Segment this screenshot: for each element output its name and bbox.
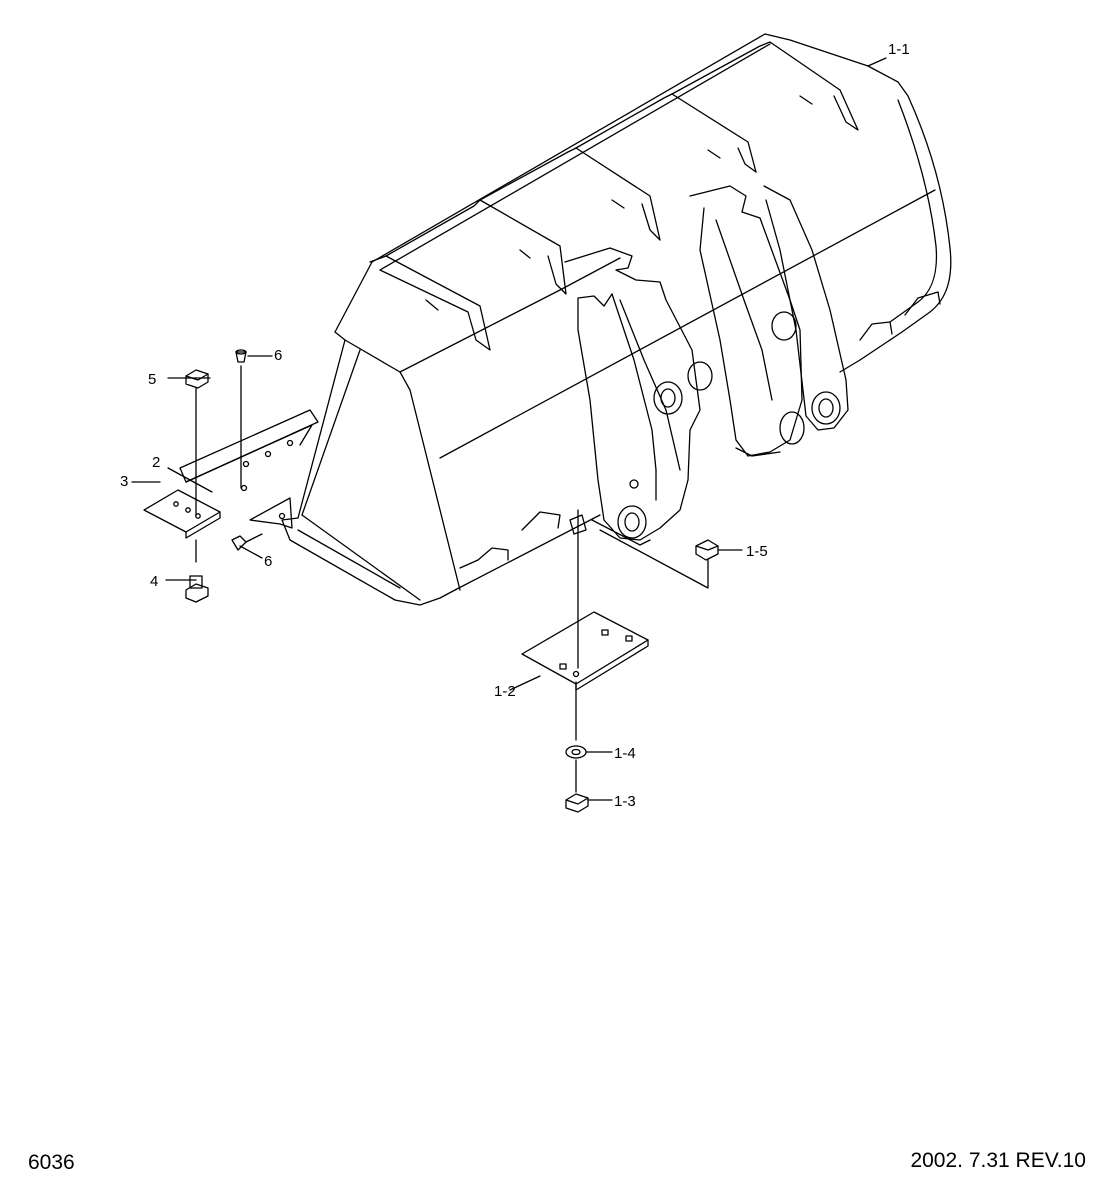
callout-1-3: 1-3: [614, 793, 636, 810]
callout-6-top: 6: [274, 347, 283, 364]
page-number: 6036: [28, 1151, 75, 1174]
revision-date: 2002. 7.31 REV.10: [910, 1149, 1086, 1172]
wear-plate-1-2: [522, 612, 648, 690]
callout-1-5: 1-5: [746, 543, 768, 560]
callout-5: 5: [148, 371, 157, 388]
callout-6-bottom: 6: [264, 553, 273, 570]
callout-2: 2: [152, 454, 161, 471]
side-cutter-plates: [144, 410, 318, 538]
callout-3: 3: [120, 473, 129, 490]
bucket-ribs: [370, 42, 858, 350]
bucket-body: [282, 34, 951, 605]
callout-1-2: 1-2: [494, 683, 516, 700]
callout-4: 4: [150, 573, 159, 590]
callout-leaders: [132, 58, 886, 800]
callout-1-1: 1-1: [888, 41, 910, 58]
lift-arm-brackets: [565, 186, 848, 545]
callout-1-4: 1-4: [614, 745, 636, 762]
fasteners: [186, 350, 718, 812]
